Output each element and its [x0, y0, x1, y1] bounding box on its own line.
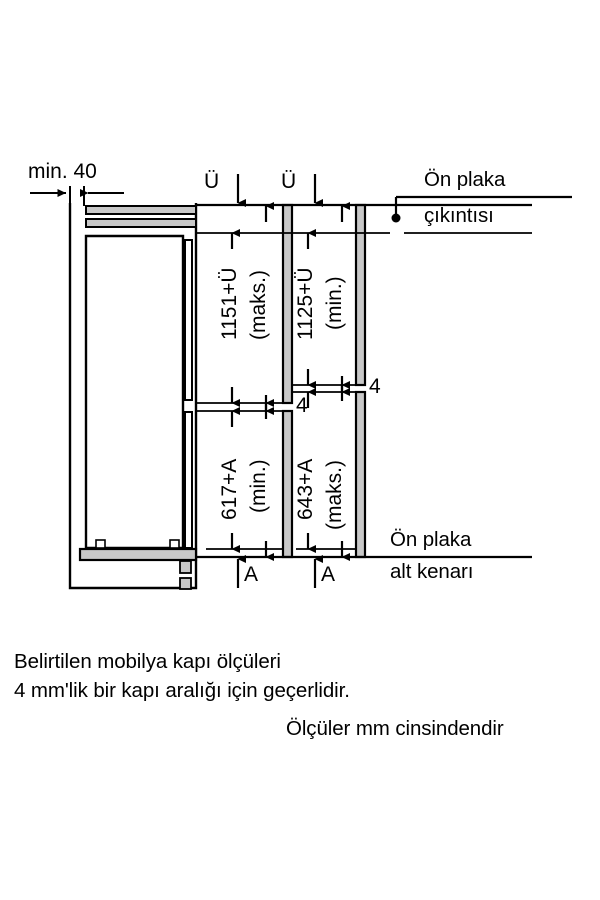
caption-line-2: 4 mm'lik bir kapı aralığı için geçerlidi… [14, 679, 350, 702]
lower-outer-dimension-note: (maks.) [323, 460, 346, 530]
bottom-edge-callout-line1: Ön plaka [390, 528, 472, 551]
caption-line-1: Belirtilen mobilya kapı ölçüleri [14, 650, 281, 673]
min-depth-dimension [30, 186, 124, 206]
bottom-edge-callout-line2: alt kenarı [390, 560, 474, 583]
bottom-marker-right-label: A [321, 563, 336, 586]
top-marker-left-label: Ü [204, 170, 220, 193]
gap-inner-label: 4 [296, 394, 308, 417]
overhang-callout-leader [391, 195, 572, 223]
bottom-marker-left-label: A [244, 563, 259, 586]
caption-line-3: Ölçüler mm cinsindendir [286, 717, 504, 740]
cabinet-outline [68, 203, 198, 590]
top-offset-arrows [236, 174, 323, 207]
lower-outer-dimension-label: 643+A [294, 458, 317, 520]
upper-outer-dimension-note: (min.) [323, 276, 346, 330]
min-depth-label: min. 40 [28, 160, 97, 183]
top-marker-right-label: Ü [281, 170, 297, 193]
upper-outer-dimension-label: 1125+Ü [294, 267, 317, 340]
overhang-callout-line2: çıkıntısı [424, 204, 494, 227]
lower-dimension-arrows [230, 381, 350, 561]
lower-inner-dimension-note: (min.) [247, 459, 270, 513]
bottom-offset-arrows [236, 555, 323, 588]
lower-inner-dimension-label: 617+A [218, 458, 241, 520]
overhang-callout-line1: Ön plaka [424, 168, 506, 191]
gap-outer-label: 4 [369, 375, 381, 398]
upper-inner-dimension-label: 1151+Ü [218, 267, 241, 340]
upper-inner-dimension-note: (maks.) [247, 270, 270, 340]
